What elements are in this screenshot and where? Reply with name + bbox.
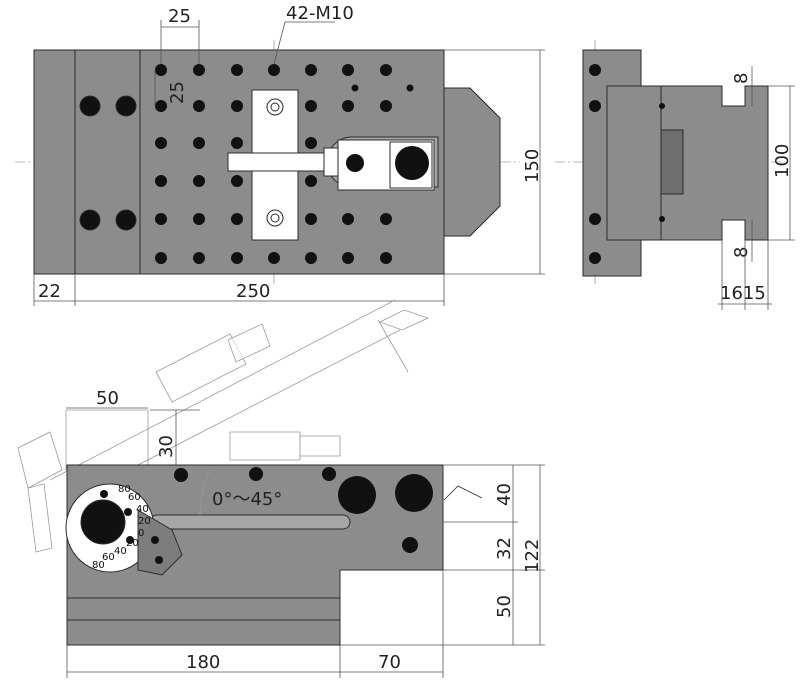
svg-text:60: 60 xyxy=(102,552,115,563)
svg-text:40: 40 xyxy=(136,504,149,515)
side-widths-label: 1615 xyxy=(720,283,766,304)
svg-text:40: 40 xyxy=(114,546,127,557)
slot-bottom-label: 8 xyxy=(731,247,752,258)
fixture-height-label: 30 xyxy=(156,435,177,458)
pitch-h-label: 25 xyxy=(168,6,191,27)
base-width-label: 150 xyxy=(522,149,543,183)
jaw-extension xyxy=(443,87,501,237)
svg-text:0: 0 xyxy=(138,528,144,539)
dim-50-label: 50 xyxy=(494,595,515,618)
side-view: 100 8 8 1615 xyxy=(555,40,795,310)
base-length-label: 250 xyxy=(236,281,270,302)
knob-icon xyxy=(395,146,429,180)
fixture-width-label: 50 xyxy=(96,388,119,409)
dim-122-label: 122 xyxy=(522,539,543,573)
tilt-slot xyxy=(149,514,351,530)
svg-text:20: 20 xyxy=(138,516,151,527)
pitch-v-label: 25 xyxy=(167,81,188,104)
dim-32-label: 32 xyxy=(494,537,515,560)
tapped-holes xyxy=(155,64,414,264)
tapped-holes-label: 42-M10 xyxy=(286,3,354,24)
front-view: 80 60 40 20 0 20 40 60 80 0°～45° 50 30 xyxy=(17,299,545,678)
side-height-label: 100 xyxy=(772,144,793,178)
screw-rod xyxy=(227,152,339,172)
top-view: 25 42-M10 25 150 22 250 xyxy=(15,3,545,306)
dim-40-label: 40 xyxy=(494,483,515,506)
tilt-range-label: 0°～45° xyxy=(212,489,282,510)
slot-top-label: 8 xyxy=(731,73,752,84)
dim-70-label: 70 xyxy=(378,652,401,673)
dial-scale: 80 60 40 20 0 20 40 60 80 xyxy=(92,484,151,571)
svg-text:60: 60 xyxy=(128,492,141,503)
svg-text:20: 20 xyxy=(126,538,139,549)
side-jaw xyxy=(606,85,662,241)
svg-text:80: 80 xyxy=(118,484,131,495)
dim-180-label: 180 xyxy=(186,652,220,673)
left-offset-label: 22 xyxy=(38,281,61,302)
svg-text:80: 80 xyxy=(92,560,105,571)
